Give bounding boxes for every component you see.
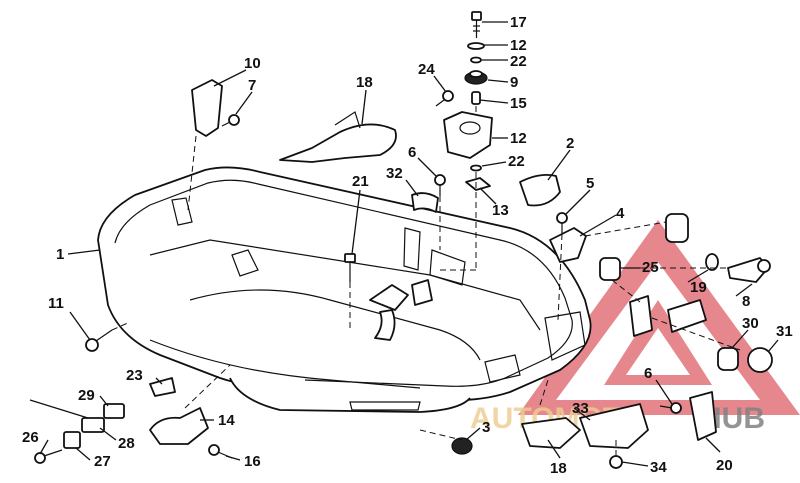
part-cable: [29, 399, 89, 419]
part-25-bushing-large: [665, 213, 689, 243]
callout-4: 4: [616, 205, 625, 222]
callout-17: 17: [510, 14, 527, 31]
callout-33: 33: [572, 400, 589, 417]
part-22-washer-lower: [470, 164, 482, 172]
part-4-hook: [549, 227, 587, 263]
callout-6-upper: 6: [408, 144, 416, 161]
part-30-bushing: [717, 347, 739, 371]
part-14-bracket: [149, 407, 209, 445]
part-17-bolt: [471, 11, 482, 38]
callout-22: 22: [510, 53, 527, 70]
part-6-screw-lower: [659, 402, 682, 414]
part-3-grommet: [451, 437, 473, 455]
callout-5: 5: [586, 175, 594, 192]
callout-13: 13: [492, 202, 509, 219]
part-25-bushing-small: [599, 257, 621, 281]
callout-30: 30: [742, 315, 759, 332]
lower-cowl-part: [97, 166, 592, 413]
callout-23: 23: [126, 367, 143, 384]
callout-2: 2: [566, 135, 574, 152]
part-34-screw: [609, 455, 623, 469]
part-10-bracket: [191, 79, 223, 137]
part-31-clip: [747, 347, 773, 373]
part-7-screw: [221, 114, 240, 127]
callout-7: 7: [248, 77, 256, 94]
callout-22-lower: 22: [508, 153, 525, 170]
callout-18-upper: 18: [356, 74, 373, 91]
callout-3: 3: [482, 419, 490, 436]
callout-12: 12: [510, 37, 527, 54]
part-33-fitting: [579, 403, 649, 449]
part-8-pin: [727, 257, 771, 283]
callout-20: 20: [716, 457, 733, 474]
callout-31: 31: [776, 323, 793, 340]
part-27-nut: [63, 431, 81, 449]
part-18-latch-lever: [279, 123, 397, 163]
part-18-lower-latch: [521, 417, 581, 449]
watermark-triangle-icon: [518, 220, 800, 415]
callout-9: 9: [510, 74, 518, 91]
callout-8: 8: [742, 293, 750, 310]
callout-26: 26: [22, 429, 39, 446]
part-12-mount-bracket: [443, 111, 493, 159]
part-32-clamp: [411, 192, 439, 213]
part-13-plate: [465, 177, 491, 191]
callout-10: 10: [244, 55, 261, 72]
callout-27: 27: [94, 453, 111, 470]
callout-6-lower: 6: [644, 365, 652, 382]
leader-lines: [39, 21, 779, 467]
callout-28: 28: [118, 435, 135, 452]
part-20-bracket: [689, 391, 717, 441]
part-29-clamp: [103, 403, 125, 419]
alignment-lines: [111, 106, 741, 456]
callout-15: 15: [510, 95, 527, 112]
callout-16: 16: [244, 453, 261, 470]
part-12-washer: [467, 42, 485, 50]
callout-12-bracket: 12: [510, 130, 527, 147]
callout-21: 21: [352, 173, 369, 190]
callout-32: 32: [386, 165, 403, 182]
part-28-clamp: [81, 417, 105, 433]
callout-11: 11: [48, 295, 64, 312]
part-23-clip: [149, 377, 176, 397]
part-6-screw: [434, 174, 446, 196]
callout-14: 14: [218, 412, 235, 429]
callout-19: 19: [690, 279, 707, 296]
callout-labels: 17 12 22 9 15 24 12 18 10 7 2 22 6 32 21…: [22, 14, 793, 477]
part-2-cap: [519, 173, 561, 207]
part-16-screw: [208, 444, 233, 459]
part-19-washer: [705, 253, 719, 271]
part-15-sleeve: [471, 91, 481, 105]
part-26-bolt: [34, 449, 63, 464]
part-hinge-plate: [629, 295, 653, 337]
part-22-washer: [470, 56, 482, 64]
callout-34: 34: [650, 459, 667, 476]
part-11-bolt: [85, 329, 113, 352]
callout-29: 29: [78, 387, 95, 404]
part-5-screw: [556, 212, 568, 234]
part-24-screw: [435, 90, 454, 107]
part-21-bolt: [344, 253, 356, 282]
part-9-grommet: [464, 70, 488, 85]
callout-1: 1: [56, 246, 64, 263]
callout-25: 25: [642, 259, 659, 276]
callout-24: 24: [418, 61, 435, 78]
callout-18-lower: 18: [550, 460, 567, 477]
